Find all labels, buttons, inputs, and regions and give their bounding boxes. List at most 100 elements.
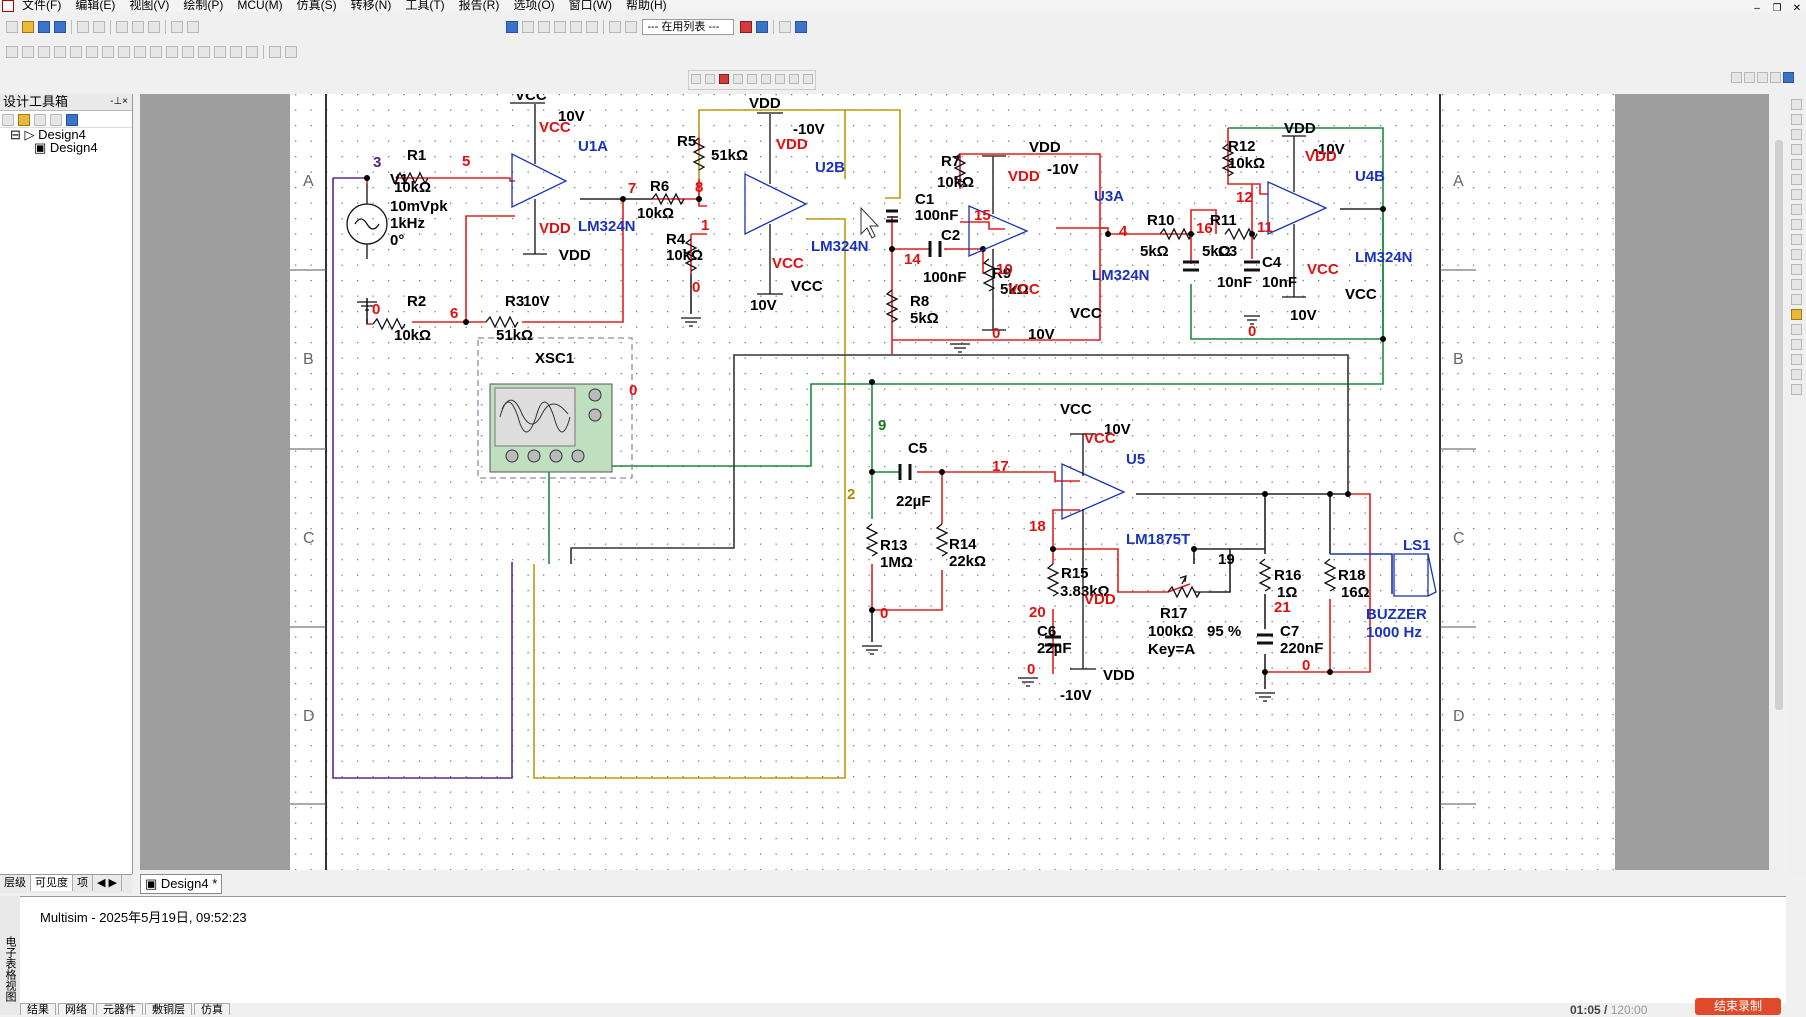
menu-item[interactable]: 文件(F)	[22, 0, 62, 12]
save-design-icon[interactable]	[34, 114, 46, 126]
open-design-icon[interactable]	[18, 114, 30, 126]
grapher-sim-icon[interactable]	[761, 74, 771, 84]
wattmeter-icon[interactable]	[1791, 129, 1802, 140]
tab-project[interactable]: 项	[73, 875, 93, 891]
toggle-view-icon[interactable]	[506, 21, 518, 33]
labview-icon[interactable]	[1791, 369, 1802, 380]
close-design-icon[interactable]	[50, 114, 62, 126]
place-bus-icon[interactable]	[246, 46, 258, 58]
menu-item[interactable]: 窗口(W)	[568, 0, 612, 12]
place-ttl-icon[interactable]	[86, 46, 98, 58]
network-analyzer-icon[interactable]	[1791, 294, 1802, 305]
spectrum-analyzer-icon[interactable]	[1791, 279, 1802, 290]
tab-components[interactable]: 元器件	[96, 1003, 143, 1015]
hier-icon[interactable]	[66, 114, 78, 126]
oscilloscope-icon[interactable]	[1791, 144, 1802, 155]
panel-buttons[interactable]: -⊥×	[110, 96, 128, 107]
help-icon[interactable]	[794, 21, 807, 33]
zoom-in-icon[interactable]	[1731, 72, 1742, 84]
run-icon[interactable]	[691, 74, 701, 84]
place-indicator-icon[interactable]	[166, 46, 178, 58]
menu-item[interactable]: MCU(M)	[237, 0, 283, 12]
place-misc-icon[interactable]	[198, 46, 210, 58]
tab-copper-layers[interactable]: 敷铜层	[145, 1003, 192, 1015]
find-icon[interactable]	[778, 21, 791, 33]
pause-icon[interactable]	[705, 74, 715, 84]
database-icon[interactable]	[570, 21, 582, 33]
place-source-icon[interactable]	[6, 46, 18, 58]
menu-item[interactable]: 选项(O)	[513, 0, 555, 12]
tab-arrows[interactable]: ◀ ▶	[93, 875, 122, 891]
interactive-icon[interactable]	[803, 74, 813, 84]
menu-item[interactable]: 报告(R)	[458, 0, 500, 12]
agilent-generator-icon[interactable]	[1791, 309, 1802, 320]
paste-icon[interactable]	[148, 21, 160, 33]
tree-item-design-root[interactable]: ⊟ ▷ Design4	[10, 127, 86, 142]
frequency-counter-icon[interactable]	[1791, 189, 1802, 200]
place-electromech-icon[interactable]	[230, 46, 242, 58]
current-probe-icon[interactable]	[1791, 384, 1802, 395]
schematic-workspace[interactable]: A B C D A B C D	[140, 94, 1769, 870]
transfer-icon[interactable]	[625, 21, 637, 33]
redo-icon[interactable]	[187, 21, 199, 33]
place-mixed-icon[interactable]	[150, 46, 162, 58]
zoom-area-icon[interactable]	[1757, 72, 1768, 84]
place-mcu-icon[interactable]	[118, 46, 130, 58]
sim-settings-icon[interactable]	[789, 74, 799, 84]
place-advanced-icon[interactable]	[134, 46, 146, 58]
new-design-icon[interactable]	[2, 114, 14, 126]
menu-item[interactable]: 仿真(S)	[296, 0, 337, 12]
menu-item[interactable]: 绘制(P)	[183, 0, 224, 12]
vertical-scrollbar[interactable]	[1775, 140, 1783, 710]
stop-icon[interactable]	[719, 74, 729, 84]
menu-item[interactable]: 视图(V)	[129, 0, 170, 12]
component-icon[interactable]	[554, 21, 566, 33]
agilent-scope-icon[interactable]	[1791, 339, 1802, 350]
function-generator-icon[interactable]	[1791, 114, 1802, 125]
agilent-multimeter-icon[interactable]	[1791, 324, 1802, 335]
tab-visibility[interactable]: 可见度	[31, 875, 73, 891]
open-sample-icon[interactable]	[38, 21, 50, 33]
print-icon[interactable]	[77, 21, 89, 33]
tab-nets[interactable]: 网络	[58, 1003, 94, 1015]
full-screen-icon[interactable]	[1783, 72, 1794, 84]
tab-simulation[interactable]: 仿真	[194, 1003, 230, 1015]
close-icon[interactable]: ✕	[1792, 3, 1802, 13]
restore-icon[interactable]: ❐	[1772, 3, 1782, 13]
open-icon[interactable]	[22, 21, 34, 33]
bode-plotter-icon[interactable]	[1791, 174, 1802, 185]
copy-icon[interactable]	[132, 21, 144, 33]
print-preview-icon[interactable]	[93, 21, 105, 33]
tree-item-design-sheet[interactable]: ▣ Design4	[34, 140, 98, 155]
tab-results[interactable]: 结果	[20, 1003, 56, 1015]
spreadsheet-icon[interactable]	[538, 21, 550, 33]
stop-recording-button[interactable]: 结束录制	[1695, 998, 1781, 1015]
grapher-icon[interactable]	[522, 21, 534, 33]
save-icon[interactable]	[54, 21, 66, 33]
minimize-icon[interactable]: –	[1754, 3, 1760, 13]
logic-converter-icon[interactable]	[1791, 234, 1802, 245]
place-cmos-icon[interactable]	[102, 46, 114, 58]
oscilloscope-xsc1[interactable]	[489, 383, 613, 473]
place-rf-icon[interactable]	[214, 46, 226, 58]
place-analog-icon[interactable]	[70, 46, 82, 58]
zoom-out-icon[interactable]	[1744, 72, 1755, 84]
cut-icon[interactable]	[116, 21, 128, 33]
place-basic-icon[interactable]	[22, 46, 34, 58]
menu-item[interactable]: 转移(N)	[350, 0, 392, 12]
iv-analyzer-icon[interactable]	[1791, 249, 1802, 260]
four-channel-scope-icon[interactable]	[1791, 159, 1802, 170]
place-connector-icon[interactable]	[285, 46, 297, 58]
postprocessor-icon[interactable]	[586, 21, 598, 33]
new-icon[interactable]	[6, 21, 18, 33]
undo-icon[interactable]	[171, 21, 183, 33]
menu-item[interactable]: 编辑(E)	[75, 0, 116, 12]
word-generator-icon[interactable]	[1791, 204, 1802, 215]
menu-item[interactable]: 帮助(H)	[625, 0, 667, 12]
in-use-list-dropdown[interactable]: --- 在用列表 ---	[642, 19, 735, 35]
place-diode-icon[interactable]	[38, 46, 50, 58]
place-transistor-icon[interactable]	[54, 46, 66, 58]
probe-settings-icon[interactable]	[747, 74, 757, 84]
tab-design4[interactable]: ▣ Design4 *	[140, 874, 223, 894]
analysis-icon[interactable]	[775, 74, 785, 84]
